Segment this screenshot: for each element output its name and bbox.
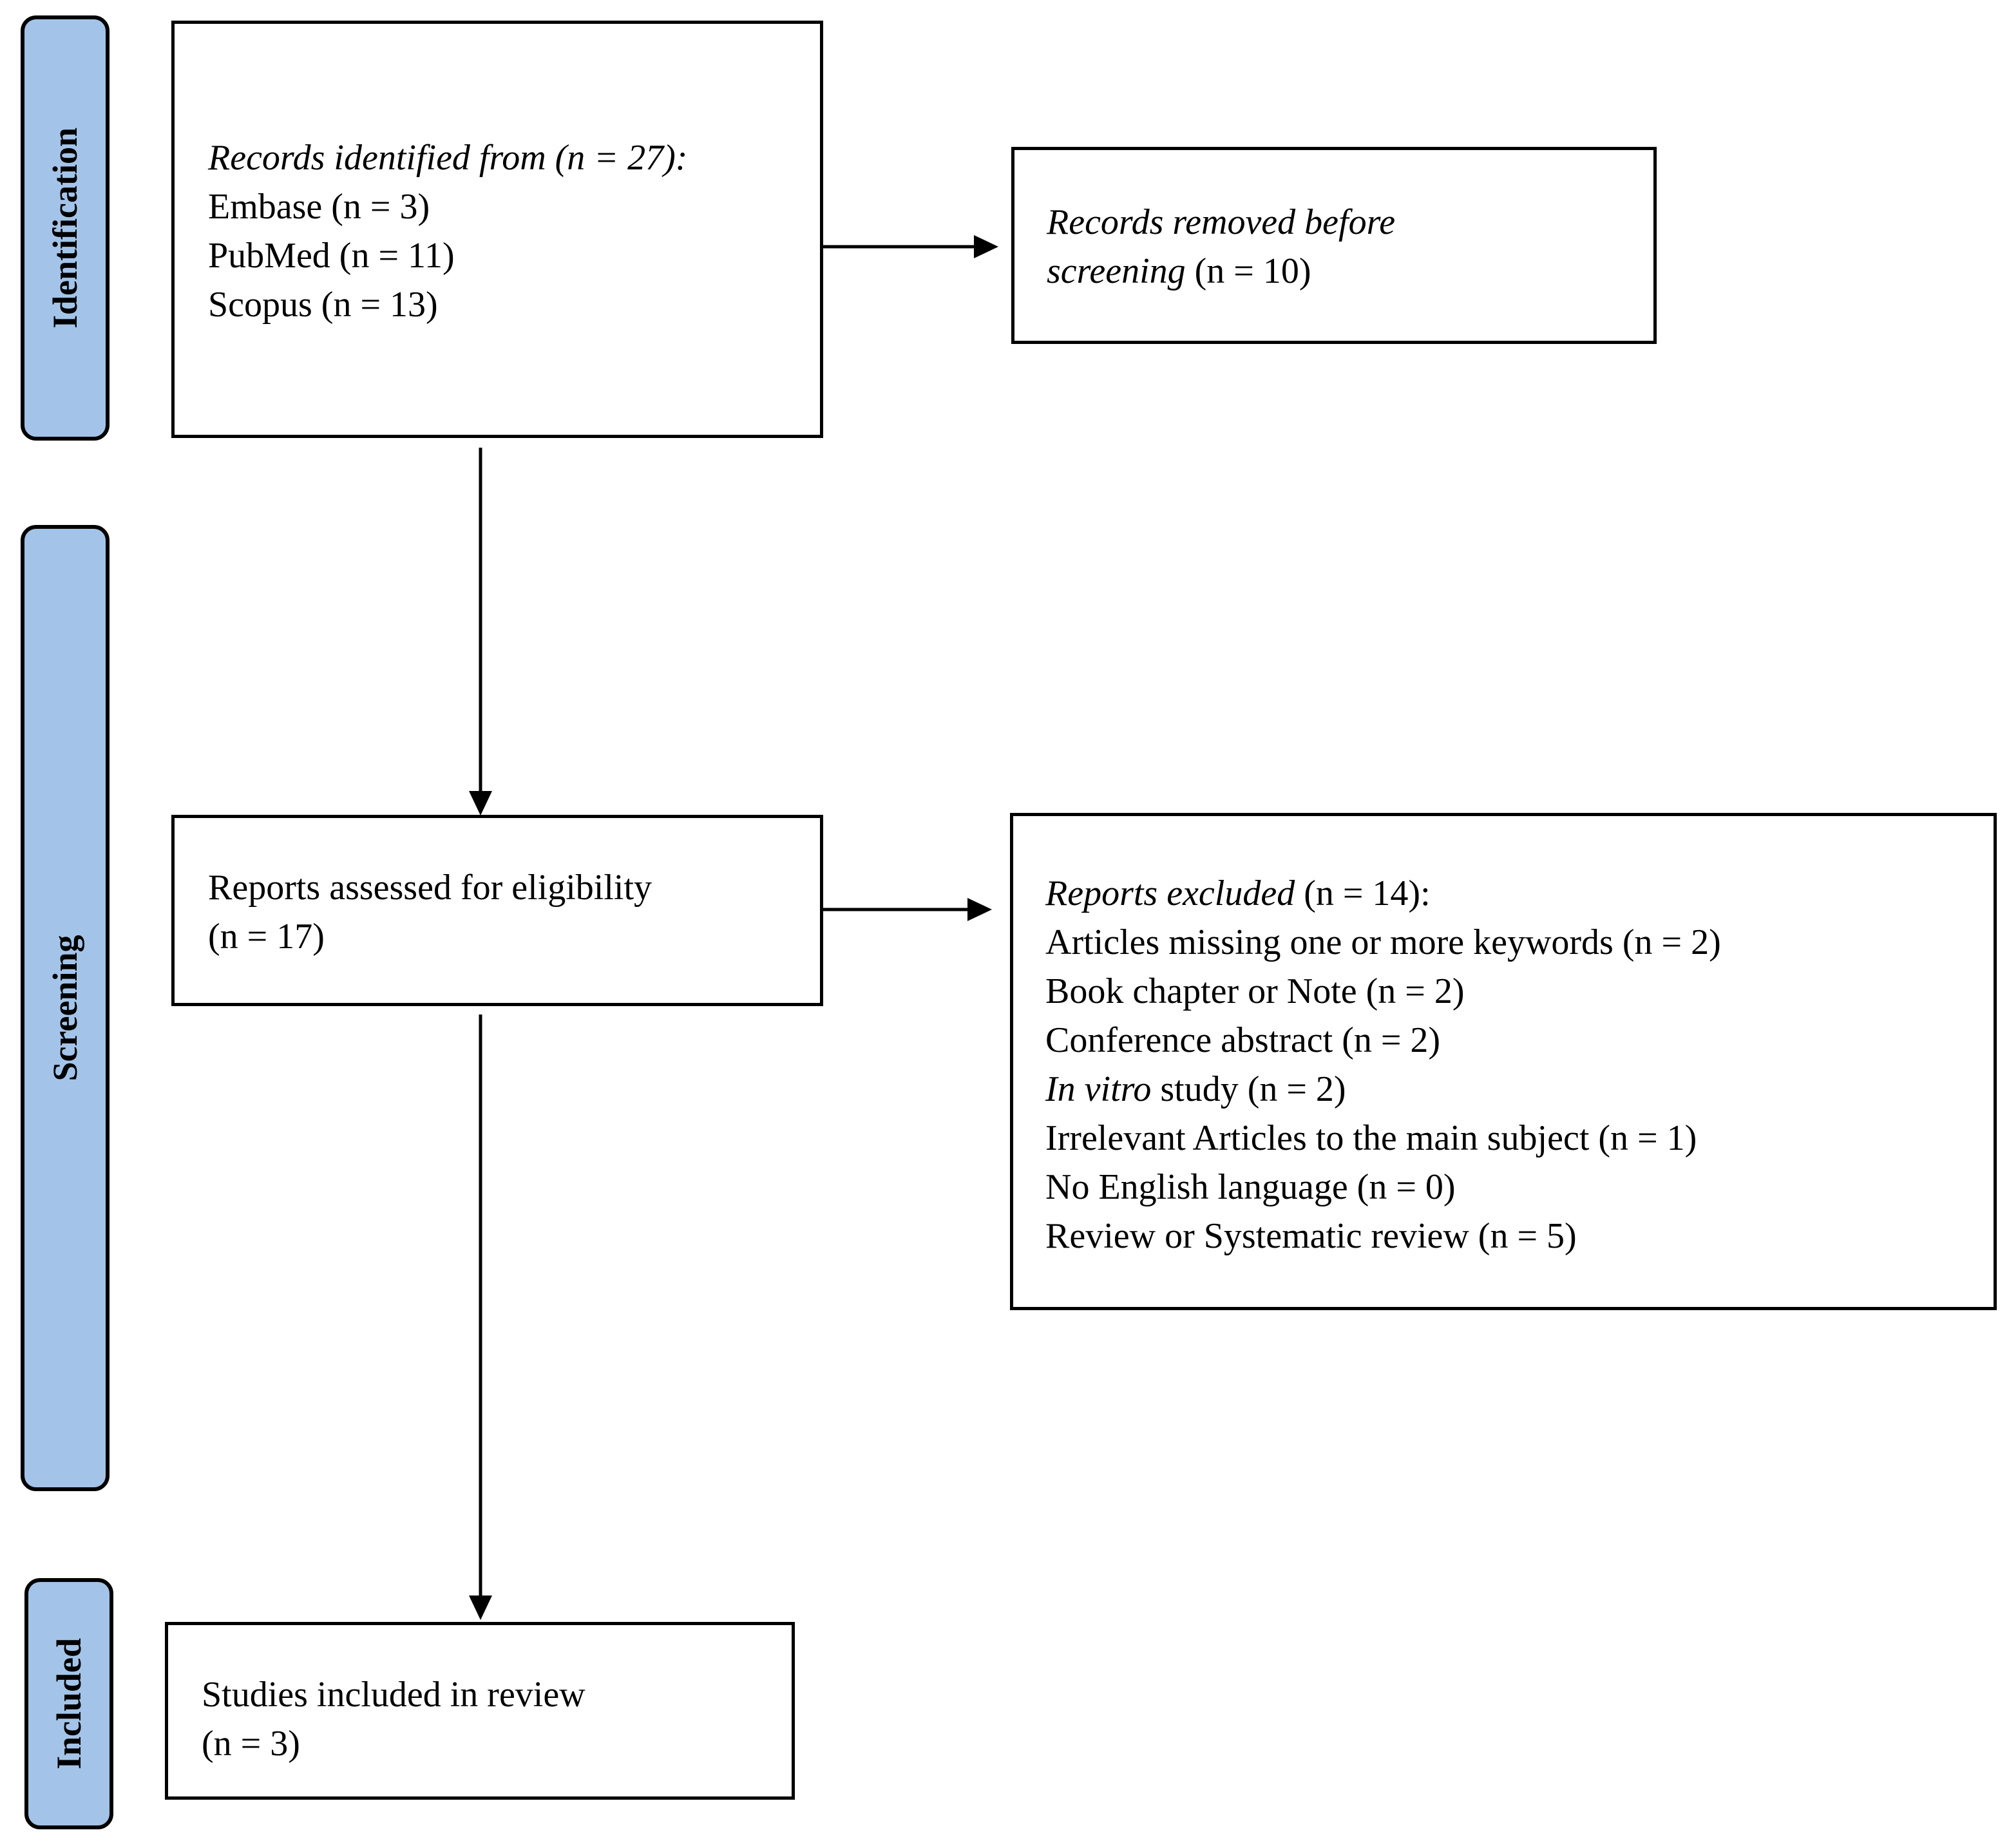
excluded-reason-in-vitro-italic: In vitro	[1045, 1069, 1152, 1109]
phase-identification: Identification	[21, 15, 109, 441]
source-embase: Embase (n = 3)	[208, 187, 430, 227]
records-removed-line2-italic: screening	[1047, 251, 1186, 291]
excluded-reason-book-chapter: Book chapter or Note (n = 2)	[1045, 971, 1465, 1011]
records-removed-box: Records removed before screening (n = 10…	[1011, 147, 1657, 344]
reports-assessed-label: Reports assessed for eligibility	[208, 868, 652, 908]
arrowhead-right-icon	[974, 235, 998, 258]
reports-assessed-count: (n = 17)	[208, 917, 325, 957]
excluded-reason-language: No English language (n = 0)	[1045, 1167, 1456, 1207]
arrowhead-down-icon	[469, 791, 492, 815]
records-removed-line1: Records removed before	[1047, 202, 1396, 242]
excluded-reason-irrelevant: Irrelevant Articles to the main subject …	[1045, 1118, 1697, 1158]
reports-excluded-box: Reports excluded (n = 14): Articles miss…	[1010, 813, 1997, 1310]
records-identified-box: Records identified from (n = 27): Embase…	[171, 21, 823, 438]
excluded-reason-review: Review or Systematic review (n = 5)	[1045, 1216, 1577, 1256]
phase-screening-label: Screening	[46, 935, 84, 1081]
reports-excluded-heading-count: (n = 14):	[1295, 873, 1431, 913]
arrowhead-right-icon	[967, 898, 992, 921]
studies-included-label: Studies included in review	[202, 1675, 586, 1715]
reports-excluded-heading-italic: Reports excluded	[1045, 873, 1295, 913]
phase-identification-label: Identification	[46, 127, 84, 329]
records-identified-heading: Records identified from (n = 27):	[208, 138, 688, 178]
source-scopus: Scopus (n = 13)	[208, 285, 438, 325]
studies-included-box: Studies included in review (n = 3)	[165, 1622, 795, 1800]
phase-included-label: Included	[50, 1637, 88, 1770]
excluded-reason-keywords: Articles missing one or more keywords (n…	[1045, 922, 1721, 962]
records-removed-count: (n = 10)	[1185, 251, 1311, 291]
excluded-reason-in-vitro: study (n = 2)	[1151, 1069, 1346, 1109]
excluded-reason-conference: Conference abstract (n = 2)	[1045, 1020, 1441, 1060]
arrowhead-down-icon	[469, 1596, 492, 1620]
phase-included: Included	[24, 1578, 113, 1829]
source-pubmed: PubMed (n = 11)	[208, 236, 455, 276]
reports-assessed-box: Reports assessed for eligibility (n = 17…	[171, 815, 823, 1006]
studies-included-count: (n = 3)	[202, 1724, 300, 1764]
phase-screening: Screening	[21, 525, 109, 1491]
